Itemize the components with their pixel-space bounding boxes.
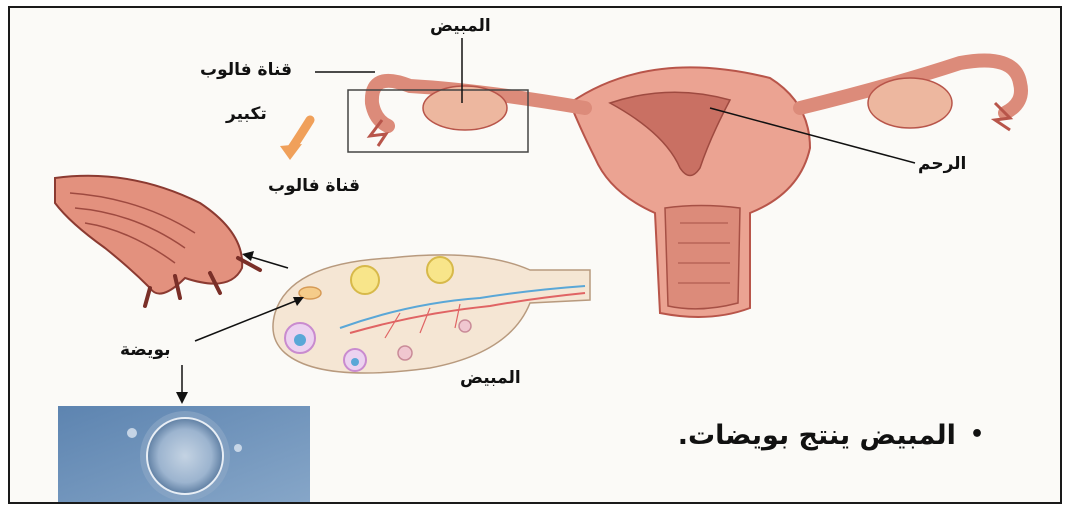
label-ovary-bottom: المبيض — [460, 368, 521, 388]
uterus — [570, 67, 810, 317]
magnify-arrow — [280, 120, 310, 160]
label-fallopian-tube-mid: قناة فالوب — [268, 176, 360, 196]
enlarged-ovary — [273, 255, 590, 373]
label-magnify: تكبير — [226, 104, 267, 124]
right-ovary — [868, 78, 952, 128]
label-ovary-top: المبيض — [430, 16, 491, 36]
caption-bullet: • — [970, 422, 984, 447]
enlarged-fallopian-tube — [55, 176, 260, 306]
diagram-frame: المبيض قناة فالوب تكبير قناة فالوب الرحم… — [8, 6, 1062, 504]
label-egg: بويضة — [120, 340, 171, 360]
left-ovary — [423, 86, 507, 130]
label-fallopian-tube-top: قناة فالوب — [200, 60, 292, 80]
caption: • المبيض ينتج بويضات. — [678, 420, 984, 451]
caption-text: المبيض ينتج بويضات. — [678, 420, 956, 451]
egg-micrograph — [58, 406, 310, 502]
label-uterus: الرحم — [918, 154, 966, 174]
